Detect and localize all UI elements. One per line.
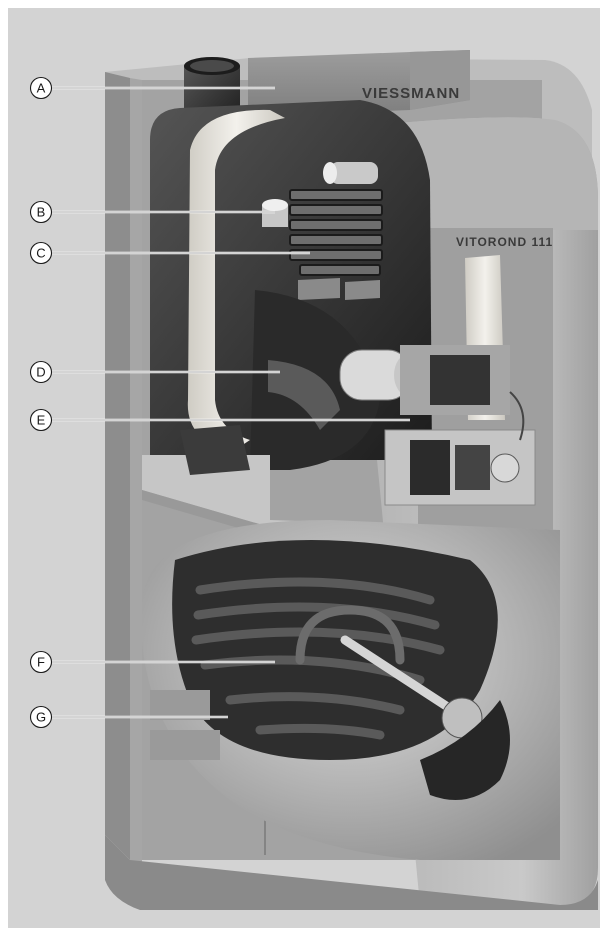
fin-brackets: [298, 278, 380, 300]
base-slots: [150, 690, 220, 760]
tank-coil: [191, 577, 445, 740]
callout-F-marker: [29, 650, 53, 674]
callout-D-label: D: [36, 365, 45, 380]
callout-G-marker: [29, 705, 53, 729]
callout-C-label: C: [36, 246, 45, 261]
callout-A-label: A: [37, 81, 46, 96]
callout-E-label: E: [37, 413, 46, 428]
return-pipe: [262, 199, 288, 227]
heating-surface-fins: [289, 189, 383, 276]
tank-insulation-foam: [420, 700, 510, 800]
storage-tank: [142, 520, 560, 860]
control-lid: VIESSMANN: [248, 50, 470, 116]
callout-A: A: [29, 76, 275, 100]
burner-assembly: [339, 345, 536, 506]
insulation-band: [187, 109, 285, 452]
brand-logo: VIESSMANN: [362, 85, 460, 102]
callout-A-marker: [29, 76, 53, 100]
casing-left-wall: [105, 72, 130, 860]
callout-C-marker: [29, 241, 53, 265]
casing-left-inner: [130, 78, 142, 865]
callout-B-label: B: [37, 205, 46, 220]
support-bracket: [180, 425, 250, 475]
boiler-body: VIESSMANN VITOROND 111: [105, 50, 598, 910]
callout-G: G: [29, 705, 228, 729]
callout-D: D: [29, 360, 280, 384]
callout-B-marker: [29, 200, 53, 224]
callout-C: C: [29, 241, 310, 265]
callout-E: E: [29, 408, 410, 432]
callout-F: F: [29, 650, 275, 674]
model-name: VITOROND 111: [456, 235, 553, 249]
callout-F-label: F: [37, 655, 45, 670]
combustion-chamber-ring: [268, 360, 340, 430]
casing-plinth: [105, 835, 598, 910]
callout-G-label: G: [36, 710, 46, 725]
callout-D-marker: [29, 360, 53, 384]
flow-pipe: [323, 162, 378, 184]
callout-E-marker: [29, 408, 53, 432]
tank-rod: [340, 635, 465, 720]
callout-B: B: [29, 200, 275, 224]
